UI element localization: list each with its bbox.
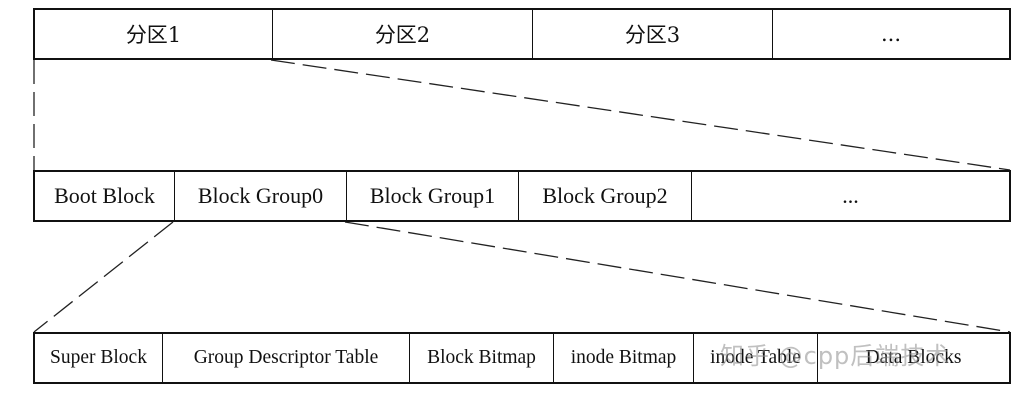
block-group-cell: Block Group0 — [175, 172, 347, 220]
super-block-cell: Super Block — [35, 334, 163, 382]
inode-bitmap-cell: inode Bitmap — [554, 334, 694, 382]
data-blocks-cell: Data Blocks — [865, 347, 962, 368]
block-bitmap-cell: Block Bitmap — [410, 334, 554, 382]
group-descriptor-table-cell: Group Descriptor Table — [163, 334, 410, 382]
inode-table-cell: inode Table — [694, 334, 818, 382]
block-group-detail-row: Super Block Group Descriptor Table Block… — [33, 332, 1011, 384]
block-group-cell: Block Group1 — [347, 172, 519, 220]
block-group-cell-ellipsis: ... — [842, 183, 859, 208]
zoom-line-group-left — [33, 221, 174, 333]
zoom-line-partition-right — [270, 59, 1011, 171]
partition-cell: 分区1 — [35, 10, 273, 58]
block-group-cell: Block Group2 — [519, 172, 692, 220]
disk-partitions-row: 分区1 分区2 分区3 ... — [33, 8, 1011, 60]
partition-cell-ellipsis: ... — [880, 22, 902, 46]
boot-block-cell: Boot Block — [35, 172, 175, 220]
zoom-line-group-right — [344, 221, 1011, 333]
partition-cell: 分区2 — [273, 10, 533, 58]
partition-cell: 分区3 — [533, 10, 773, 58]
block-groups-row: Boot Block Block Group0 Block Group1 Blo… — [33, 170, 1011, 222]
